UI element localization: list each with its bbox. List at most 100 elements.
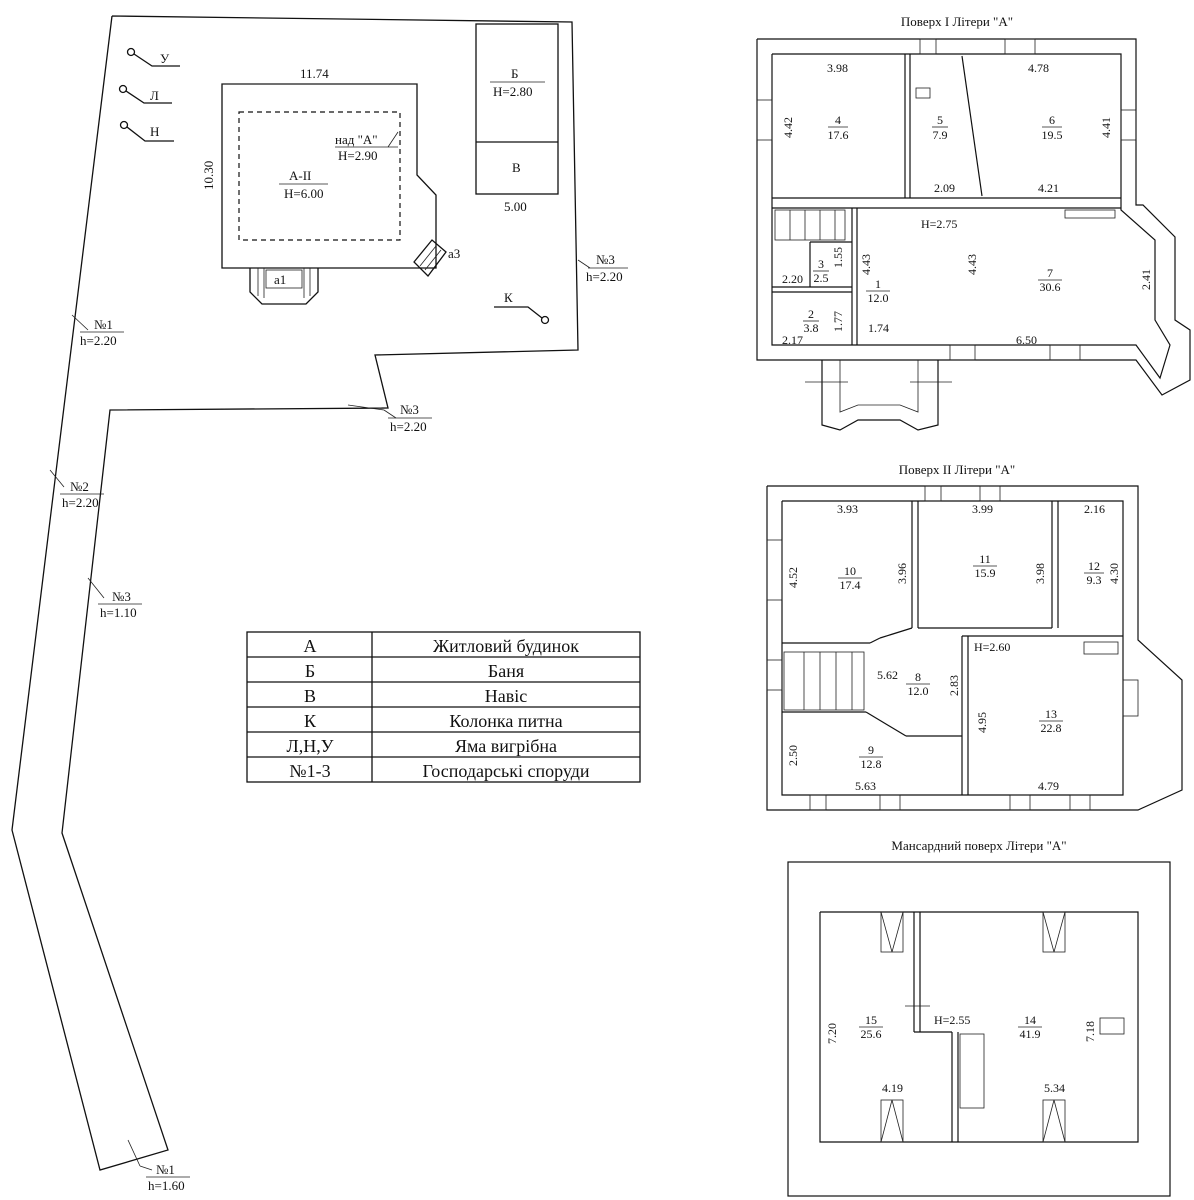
svg-text:1: 1 [875, 277, 881, 291]
svg-text:13: 13 [1045, 707, 1057, 721]
svg-text:7.18: 7.18 [1083, 1021, 1097, 1042]
pit-l-label: Л [150, 88, 159, 103]
svg-text:8: 8 [915, 670, 921, 684]
svg-text:12.0: 12.0 [868, 291, 889, 305]
svg-text:№1: №1 [156, 1162, 175, 1177]
svg-text:3.96: 3.96 [895, 563, 909, 584]
floor-1-room: 7 30.6 [1038, 266, 1062, 294]
floor-2-room: 10 17.4 [838, 564, 862, 592]
svg-text:4: 4 [835, 113, 841, 127]
fence-label-3: №2 h=2.20 [49, 469, 104, 510]
svg-text:Навіс: Навіс [485, 686, 527, 706]
svg-text:Яма вигрібна: Яма вигрібна [455, 736, 557, 756]
floor-2-title: Поверх ІІ Літери "А" [899, 462, 1015, 477]
svg-text:5.63: 5.63 [855, 779, 876, 793]
svg-text:3: 3 [818, 257, 824, 271]
floor-1-room: 1 12.0 [866, 277, 890, 305]
svg-text:4.41: 4.41 [1099, 117, 1113, 138]
floor-2-room: 12 9.3 [1084, 559, 1104, 587]
svg-text:3.98: 3.98 [1033, 563, 1047, 584]
house-name: А-II [289, 168, 311, 183]
legend-row: К Колонка питна [304, 711, 563, 731]
floor-2-room: 8 12.0 [906, 670, 930, 698]
svg-text:Житловий будинок: Житловий будинок [433, 636, 579, 656]
attic-room: 15 25.6 [859, 1013, 883, 1041]
svg-text:15.9: 15.9 [975, 566, 996, 580]
banya-b: Б Н=2.80 В 5.00 [475, 23, 559, 214]
fence-label-2: №3 h=2.20 [347, 402, 432, 434]
svg-text:h=2.20: h=2.20 [586, 269, 623, 284]
house-a: 11.74 10.30 над "А" Н=2.90 А-II Н=6.00 а… [201, 66, 460, 305]
svg-text:№1: №1 [94, 317, 113, 332]
svg-text:41.9: 41.9 [1020, 1027, 1041, 1041]
floor-2-plan: Поверх ІІ Літери "А" 10 [766, 462, 1183, 811]
svg-text:12.8: 12.8 [861, 757, 882, 771]
porch-a1-label: а1 [274, 272, 286, 287]
floor-1-room: 5 7.9 [932, 113, 948, 142]
floor-1-title: Поверх І Літери "А" [901, 14, 1013, 29]
attic-plan: Мансардний поверх Літери "А" 15 25.6 14 [787, 838, 1171, 1197]
lot-boundary [11, 15, 579, 1171]
fence-label-5: №1 h=1.60 [127, 1139, 190, 1193]
banya-height: Н=2.80 [493, 84, 532, 99]
pit-l: Л [118, 84, 172, 104]
attic-dimensions: 7.20 7.18 4.19 5.34 [825, 1021, 1097, 1095]
svg-text:6: 6 [1049, 113, 1055, 127]
svg-text:h=2.20: h=2.20 [62, 495, 99, 510]
banya-label: Б [511, 66, 518, 81]
svg-text:4.19: 4.19 [882, 1081, 903, 1095]
banya-width: 5.00 [504, 199, 527, 214]
svg-text:5.34: 5.34 [1044, 1081, 1065, 1095]
svg-text:№2: №2 [70, 479, 89, 494]
house-height: Н=6.00 [284, 186, 323, 201]
naves-label: В [512, 160, 521, 175]
svg-text:4.30: 4.30 [1107, 563, 1121, 584]
svg-text:4.95: 4.95 [975, 712, 989, 733]
svg-text:9.3: 9.3 [1087, 573, 1102, 587]
floor-1-room: 2 3.8 [803, 307, 819, 335]
svg-text:h=1.10: h=1.10 [100, 605, 137, 620]
legend-table: А Житловий будинок Б Баня В Навіс К Коло… [246, 631, 641, 783]
svg-text:h=2.20: h=2.20 [80, 333, 117, 348]
house-width: 11.74 [300, 66, 329, 81]
well-k: К [494, 290, 550, 325]
svg-text:9: 9 [868, 743, 874, 757]
svg-text:4.79: 4.79 [1038, 779, 1059, 793]
svg-text:3.93: 3.93 [837, 502, 858, 516]
svg-text:Господарські споруди: Господарські споруди [422, 761, 589, 781]
svg-text:3.8: 3.8 [804, 321, 819, 335]
floor-1-room: 6 19.5 [1042, 113, 1063, 142]
svg-text:h=1.60: h=1.60 [148, 1178, 185, 1193]
svg-text:2.41: 2.41 [1139, 269, 1153, 290]
svg-text:22.8: 22.8 [1041, 721, 1062, 735]
floor-1-dimensions: 3.98 4.78 4.42 4.41 2.09 4.21 1.55 4.43 … [781, 61, 1153, 347]
svg-text:5: 5 [937, 113, 943, 127]
svg-text:№1-3: №1-3 [289, 761, 330, 781]
svg-text:4.42: 4.42 [781, 117, 795, 138]
svg-text:15: 15 [865, 1013, 877, 1027]
legend-row: Л,Н,У Яма вигрібна [287, 736, 558, 756]
svg-text:№3: №3 [400, 402, 419, 417]
svg-text:7: 7 [1047, 266, 1053, 280]
svg-text:2.09: 2.09 [934, 181, 955, 195]
attic-height: Н=2.55 [934, 1013, 970, 1027]
pit-n-label: Н [150, 124, 159, 139]
floor-1-height: Н=2.75 [921, 217, 957, 231]
svg-text:4.52: 4.52 [786, 567, 800, 588]
svg-text:30.6: 30.6 [1040, 280, 1061, 294]
svg-text:4.21: 4.21 [1038, 181, 1059, 195]
svg-text:2: 2 [808, 307, 814, 321]
svg-text:Колонка питна: Колонка питна [449, 711, 562, 731]
svg-text:4.43: 4.43 [859, 254, 873, 275]
svg-text:19.5: 19.5 [1042, 128, 1063, 142]
fence-label-4: №3 h=1.10 [87, 577, 142, 620]
pit-u: У [126, 47, 180, 67]
svg-text:1.55: 1.55 [831, 247, 845, 268]
legend-row: Б Баня [305, 661, 524, 681]
porch-a3-label: а3 [448, 246, 460, 261]
house-over-label: над "А" [335, 132, 378, 147]
svg-text:3.98: 3.98 [827, 61, 848, 75]
svg-text:В: В [304, 686, 316, 706]
fence-label-0: №3 h=2.20 [577, 252, 628, 284]
svg-text:7.20: 7.20 [825, 1023, 839, 1044]
